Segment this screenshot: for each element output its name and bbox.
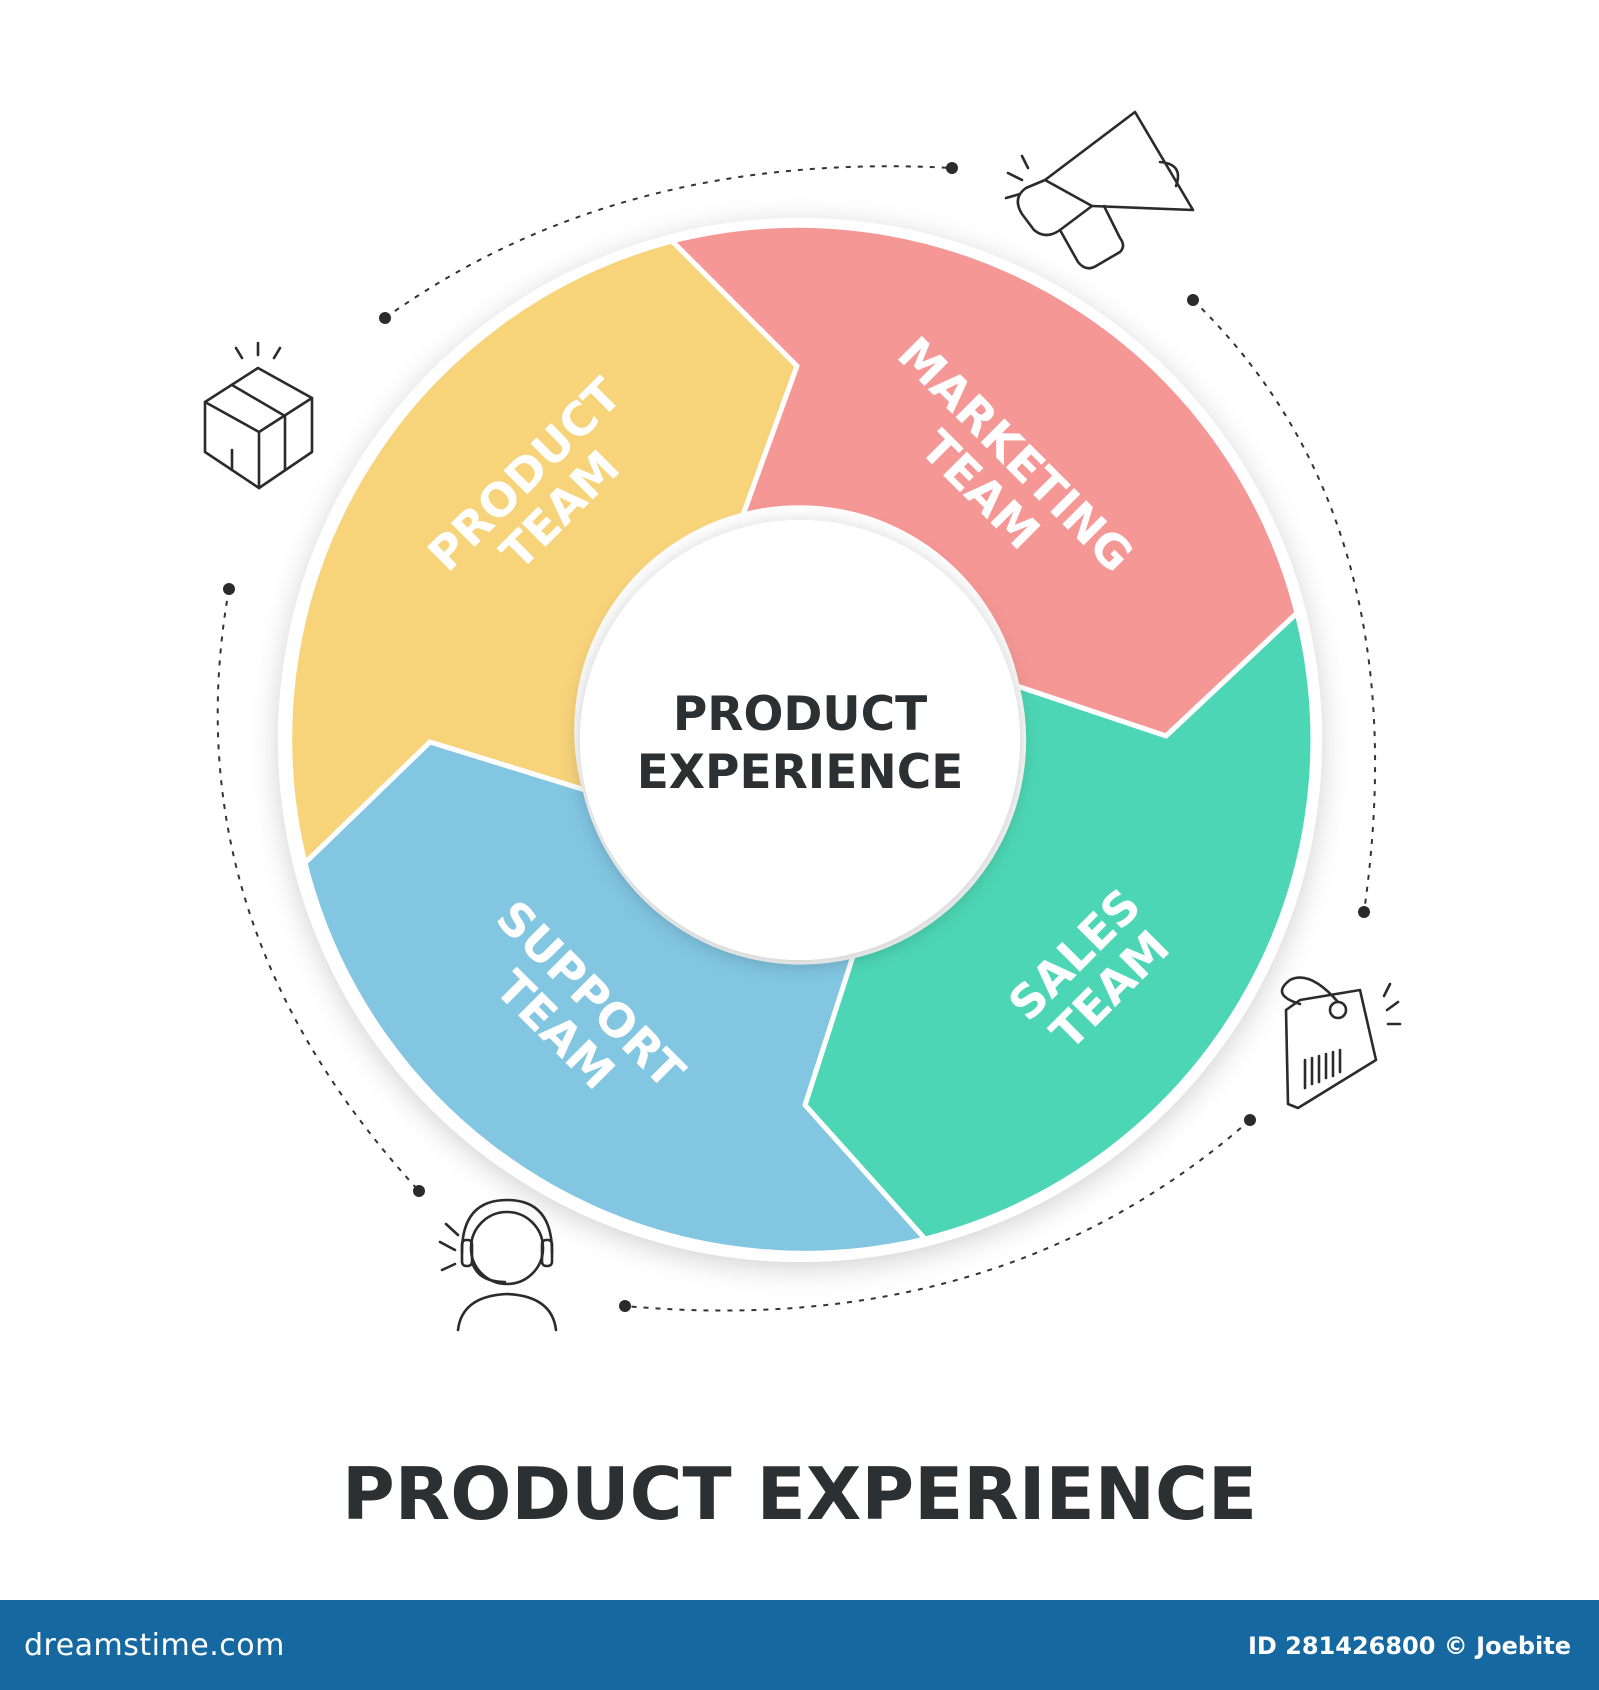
orbit-dot <box>619 1300 631 1312</box>
center-hub <box>580 520 1020 960</box>
orbit-dot <box>223 583 235 595</box>
orbit-arc-bottom <box>624 1119 1251 1312</box>
orbit-dot <box>1244 1114 1256 1126</box>
segment-sales-team <box>802 610 1316 1242</box>
headset-agent-icon <box>438 1198 558 1332</box>
orbit-arc-top <box>384 165 953 319</box>
center-label-line2: EXPERIENCE <box>637 745 964 800</box>
center-label-line1: PRODUCT <box>673 687 927 742</box>
megaphone-icon <box>1004 110 1195 270</box>
footer-image-id: ID 281426800 © Joebite <box>1247 1632 1571 1660</box>
orbit-connectors <box>216 162 1377 1312</box>
footer-bar: dreamstime.com ID 281426800 © Joebite <box>0 1600 1599 1690</box>
box-icon <box>203 341 314 490</box>
footer-brand[interactable]: dreamstime.com <box>24 1628 285 1663</box>
orbit-dot <box>413 1185 425 1197</box>
orbit-dot <box>946 162 958 174</box>
orbit-dot <box>1358 906 1370 918</box>
orbit-arc-left <box>216 588 420 1192</box>
orbit-arc-right <box>1192 299 1377 913</box>
orbit-dot <box>1187 294 1199 306</box>
segment-marketing-team <box>669 222 1300 739</box>
segment-product-team <box>287 238 800 866</box>
page-title: PRODUCT EXPERIENCE <box>341 1452 1257 1536</box>
segment-support-team <box>302 739 928 1256</box>
cycle-diagram: PRODUCT EXPERIENCE PRODUCT TEAM MARKETIN… <box>203 110 1402 1332</box>
price-tag-icon <box>1280 976 1402 1110</box>
segments <box>287 222 1316 1256</box>
orbit-dot <box>379 312 391 324</box>
